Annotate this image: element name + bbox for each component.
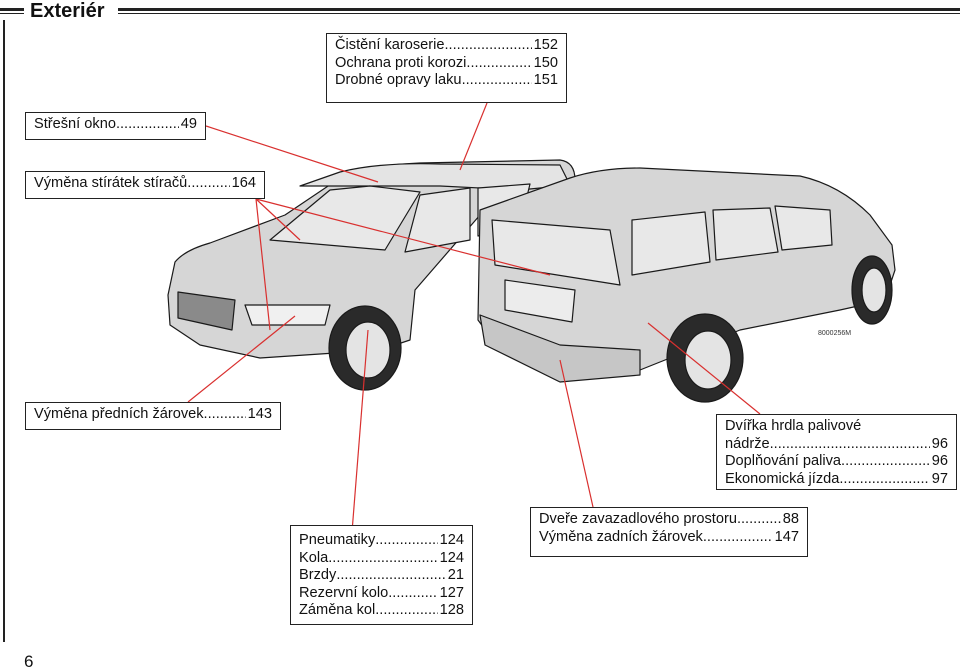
- wipers-item: Výměna stírátek stíračů164: [34, 175, 256, 193]
- leader-wiper-2: [255, 198, 271, 331]
- tyres-item: Záměna kol128: [299, 602, 464, 620]
- front-car-windshield: [269, 185, 421, 251]
- leader-front-bulbs: [187, 315, 296, 403]
- front-bulbs-box: Výměna předních žárovek143: [25, 402, 281, 430]
- tyres-item: Kola124: [299, 550, 464, 568]
- wipers-box: Výměna stírátek stíračů164: [25, 171, 265, 199]
- leader-wiper-3: [255, 198, 551, 276]
- rear-car-bumper: [479, 314, 641, 383]
- sunroof-box: Střešní okno49: [25, 112, 206, 140]
- tailgate-item: Dveře zavazadlového prostoru88: [539, 511, 799, 529]
- care-item: Čistění karoserie152: [335, 37, 558, 55]
- front-car-headlight: [244, 304, 331, 326]
- fuel-item: Ekonomická jízda97: [725, 471, 948, 489]
- care-item: Ochrana proti korozi150: [335, 55, 558, 73]
- leader-lines: [187, 102, 761, 533]
- header-rule-right-thin: [118, 13, 960, 14]
- header-rule-right: [118, 8, 960, 11]
- leader-fuel: [647, 322, 761, 415]
- fuel-item: nádrže96: [725, 436, 948, 454]
- leader-tyres: [351, 329, 369, 533]
- fuel-box: Dvířka hrdla palivové nádrže96 Doplňován…: [716, 414, 957, 490]
- tyres-item: Pneumatiky124: [299, 532, 464, 550]
- tailgate-box: Dveře zavazadlového prostoru88 Výměna za…: [530, 507, 808, 557]
- tyres-item: Brzdy21: [299, 567, 464, 585]
- rear-car-side-window-2: [712, 207, 779, 261]
- header-rule-left-thin: [0, 13, 24, 14]
- care-item: Drobné opravy laku151: [335, 72, 558, 90]
- fuel-item: Doplňování paliva96: [725, 453, 948, 471]
- left-margin-rule: [3, 20, 5, 642]
- page-number: 6: [24, 652, 34, 671]
- leader-care: [459, 102, 488, 171]
- page-title: Exteriér: [30, 0, 105, 22]
- tyres-item: Rezervní kolo127: [299, 585, 464, 603]
- leader-wiper-1: [255, 198, 301, 241]
- sunroof-item: Střešní okno49: [34, 116, 197, 134]
- tailgate-item: Výměna zadních žárovek147: [539, 529, 799, 547]
- rear-car-plate: [504, 279, 576, 323]
- tyres-box: Pneumatiky124 Kola124 Brzdy21 Rezervní k…: [290, 525, 473, 625]
- front-car-grille: [177, 291, 236, 331]
- front-bulbs-item: Výměna předních žárovek143: [34, 406, 272, 424]
- header-rule-left: [0, 8, 24, 11]
- rear-car-side-window-1: [631, 211, 711, 276]
- front-car-side-window: [404, 187, 471, 253]
- fuel-heading: Dvířka hrdla palivové: [725, 418, 862, 434]
- leader-sunroof: [205, 125, 379, 183]
- leader-tailgate: [559, 359, 594, 508]
- image-code: 8000256M: [818, 330, 851, 337]
- care-box: Čistění karoserie152 Ochrana proti koroz…: [326, 33, 567, 103]
- rear-car-side-window-3: [774, 205, 833, 251]
